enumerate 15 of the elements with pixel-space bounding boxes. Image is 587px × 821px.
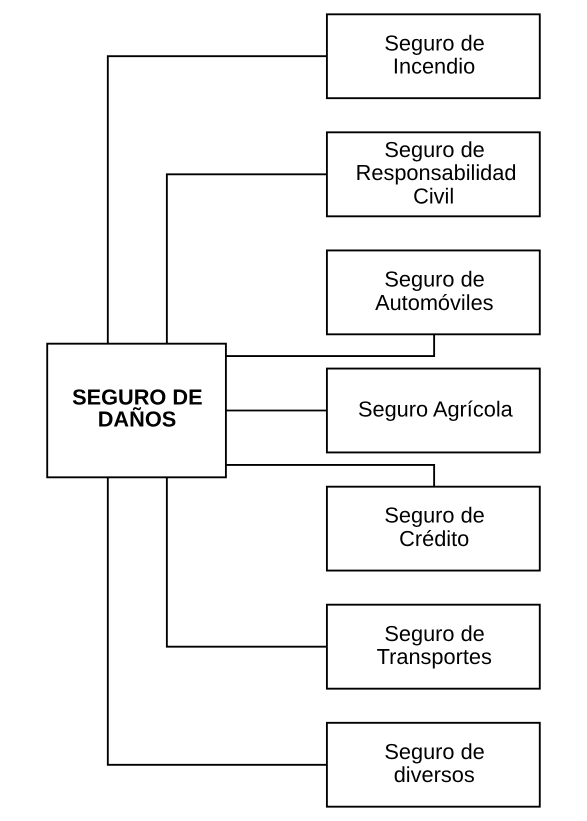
node-box: SEGURO DE DAÑOS	[46, 342, 227, 478]
connector	[226, 410, 327, 412]
node-box: Seguro de Crédito	[326, 486, 541, 572]
node-box: Seguro Agrícola	[326, 368, 541, 454]
connector	[166, 173, 326, 344]
node-box: Seguro de Transportes	[326, 604, 541, 690]
connector	[106, 55, 327, 344]
connector	[226, 334, 436, 358]
node-box: Seguro de diversos	[326, 722, 541, 808]
connector	[226, 464, 436, 486]
node-box: Seguro de Automóviles	[326, 250, 541, 336]
connector	[106, 478, 327, 766]
node-box: Seguro de Responsabilidad Civil	[326, 131, 541, 218]
connector	[166, 478, 326, 648]
node-box: Seguro de Incendio	[326, 13, 541, 100]
